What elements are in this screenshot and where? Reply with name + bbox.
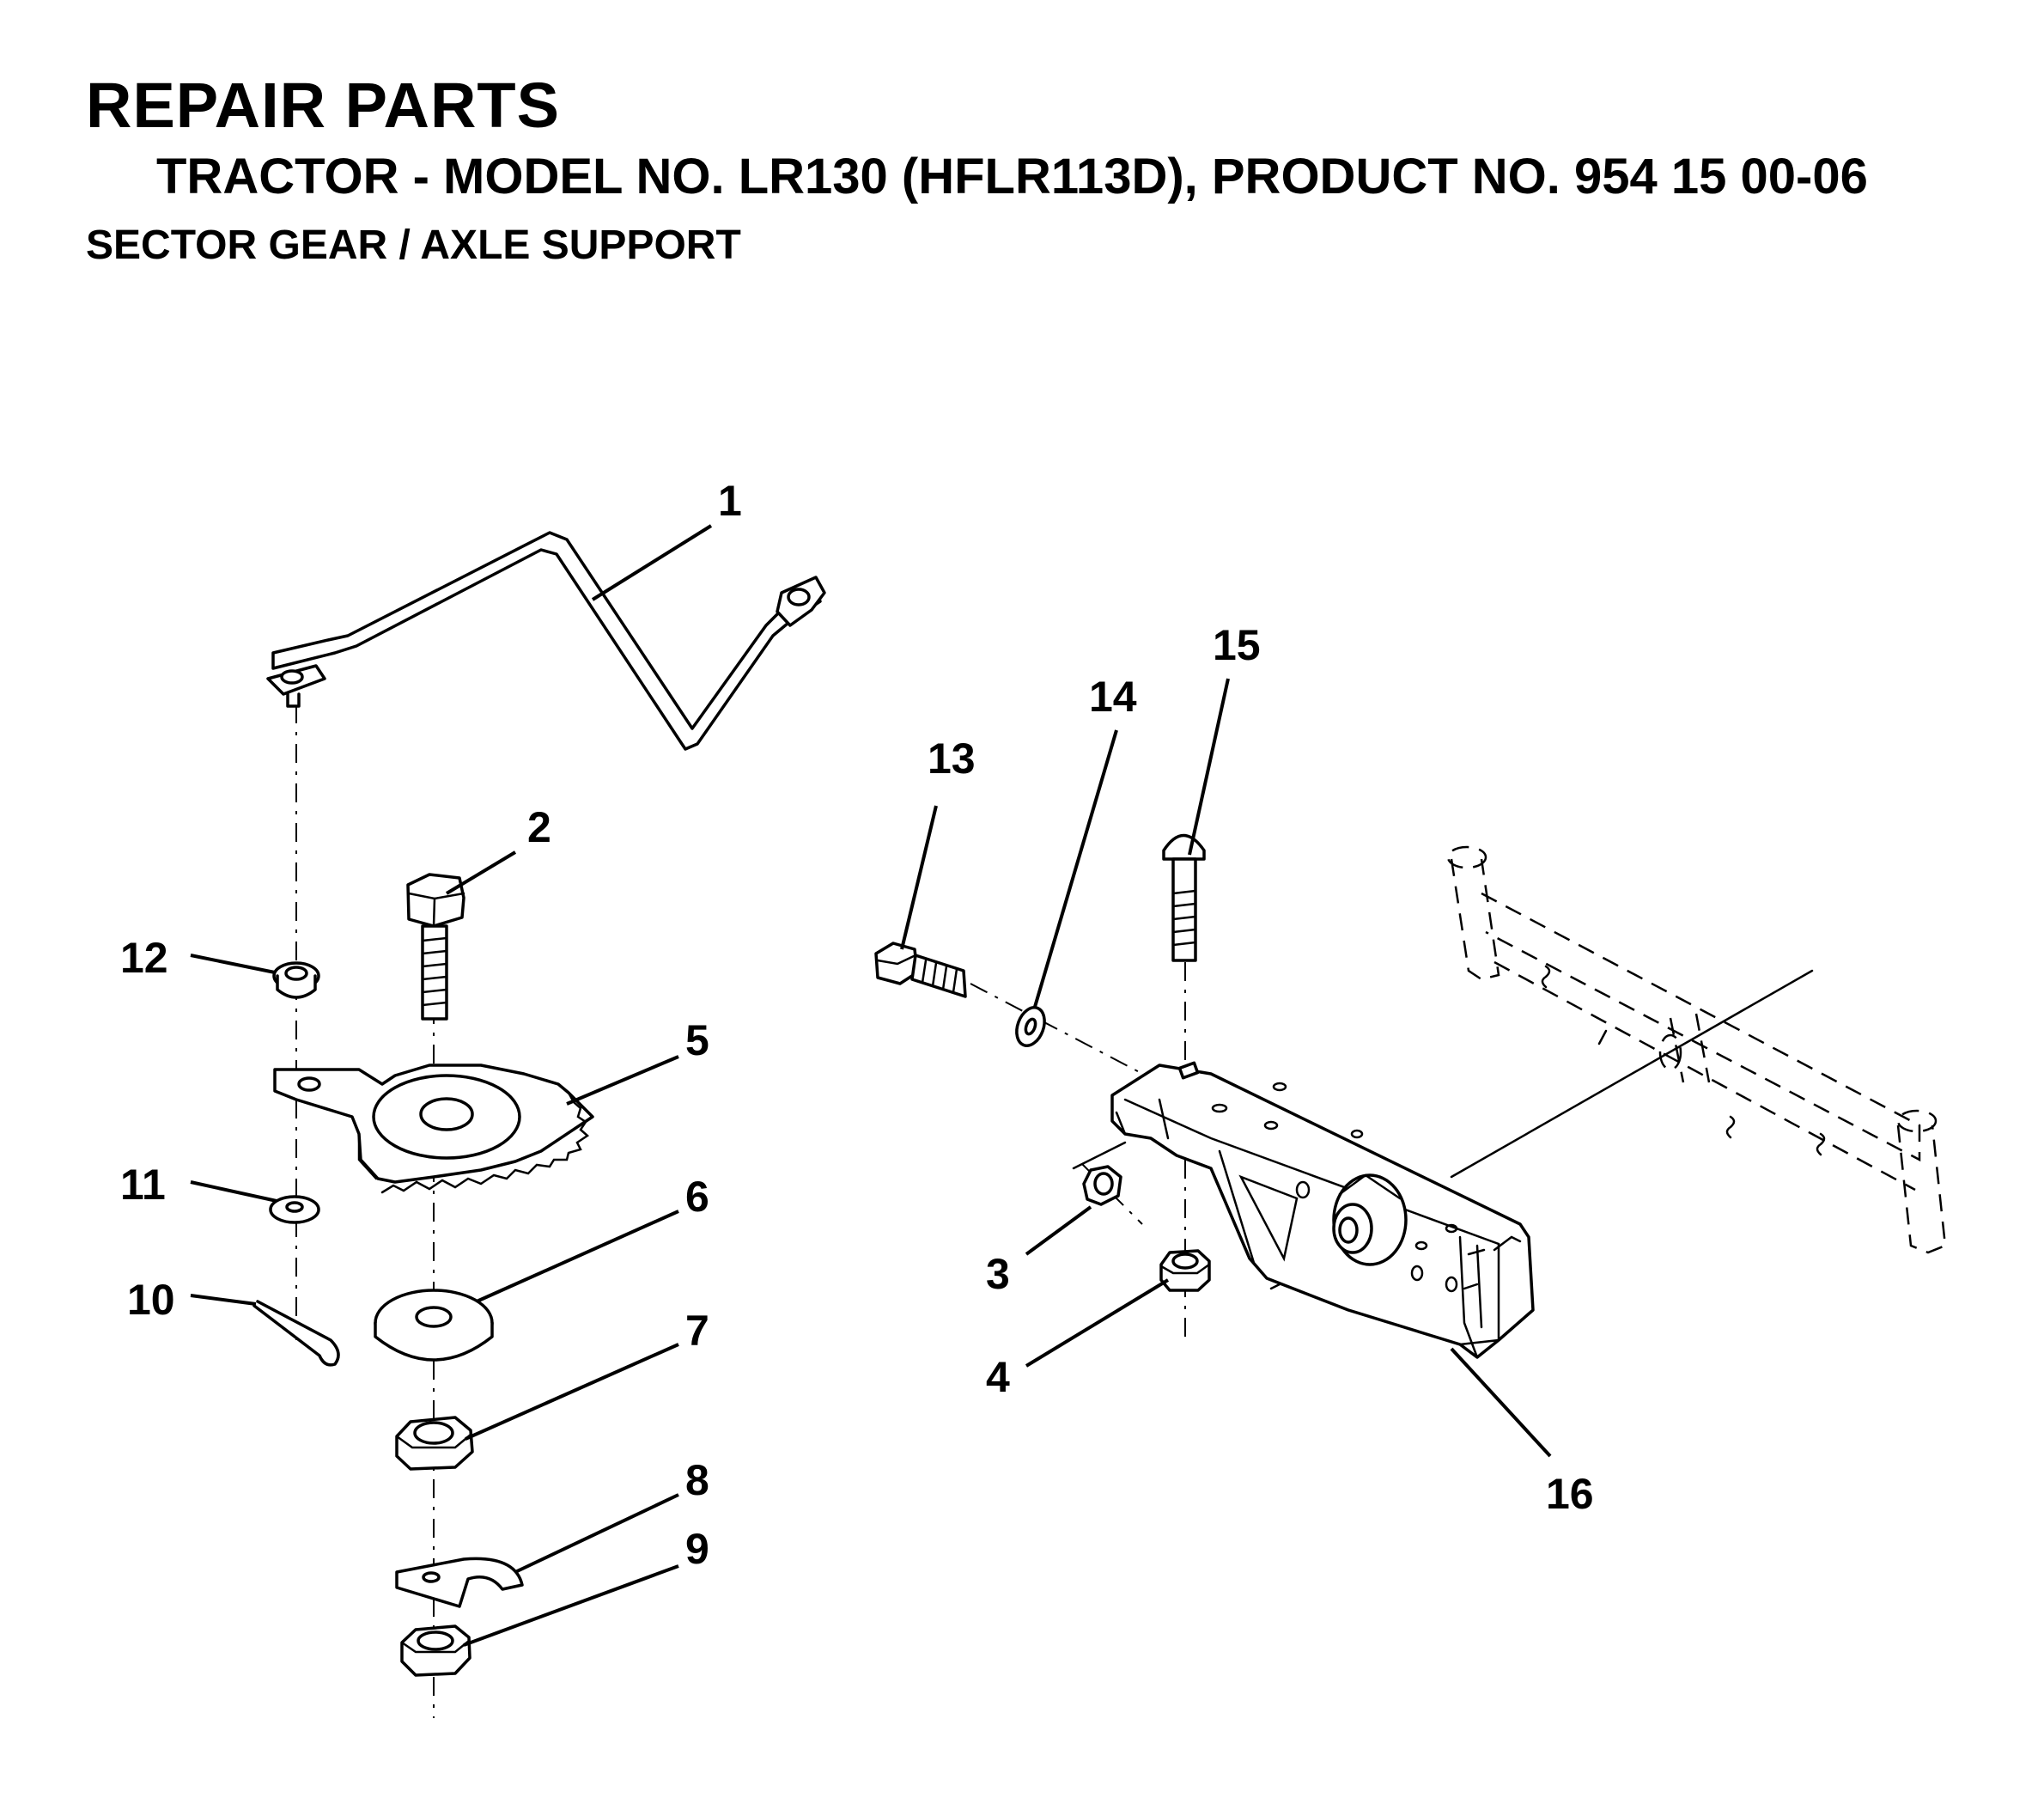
callout-6: 6 [685,1173,709,1221]
callout-labels: 1 2 3 4 5 6 7 8 9 10 11 12 13 14 15 16 [120,477,1594,1573]
front-axle-phantom [1446,845,1947,1254]
part-15-carriage-bolt[interactable] [1162,833,1206,962]
part-2-hex-bolt[interactable] [406,873,465,1021]
part-1-drag-link[interactable] [266,531,826,751]
callout-7: 7 [685,1307,709,1355]
model-subtitle: TRACTOR - MODEL NO. LR130 (HFLR113D), PR… [156,149,1868,204]
part-3-nut[interactable] [1082,1165,1122,1206]
leader-4 [1025,1278,1170,1368]
leader-5 [566,1055,679,1106]
leader-9 [463,1564,679,1647]
centerline-bolt-13 [970,983,1152,1079]
callout-13: 13 [928,734,976,783]
callout-5: 5 [685,1016,709,1064]
callout-15: 15 [1213,621,1261,669]
part-10-cotter-pin[interactable] [252,1300,340,1367]
leader-6 [476,1210,679,1303]
part-7-hex-nut[interactable] [395,1416,474,1471]
part-4-hex-nut[interactable] [1159,1249,1211,1292]
part-6-spacer[interactable] [374,1289,494,1362]
part-9-hex-nut[interactable] [400,1624,471,1677]
callout-4: 4 [986,1353,1010,1401]
leader-1 [591,524,713,601]
leader-2 [445,850,517,895]
leader-3 [1025,1205,1092,1256]
callout-10: 10 [127,1276,175,1324]
callout-1: 1 [718,477,742,525]
callout-8: 8 [685,1456,709,1504]
callout-leaders [190,524,1552,1647]
callout-3: 3 [986,1250,1010,1298]
leader-11 [190,1180,277,1203]
leader-8 [514,1493,679,1574]
page-title: REPAIR PARTS [86,70,560,141]
leader-13 [900,805,938,950]
leader-10 [190,1294,257,1306]
part-13-hex-bolt[interactable] [874,942,967,998]
leader-7 [465,1343,679,1441]
callout-9: 9 [685,1525,709,1573]
part-14-washer[interactable] [1012,1003,1049,1049]
part-16-axle-support[interactable] [1110,1061,1535,1359]
part-8-clip[interactable] [395,1557,524,1608]
part-12-flange-nut[interactable] [272,961,320,999]
part-5-sector-gear[interactable] [273,1064,594,1194]
section-title: SECTOR GEAR / AXLE SUPPORT [86,222,741,268]
projection-line-a [1072,1141,1127,1170]
part-11-washer[interactable] [269,1195,320,1224]
projection-line-c [1450,969,1814,1179]
callout-16: 16 [1546,1470,1594,1518]
callout-11: 11 [120,1161,166,1209]
leader-12 [190,954,276,974]
callout-14: 14 [1089,673,1137,721]
leader-14 [1033,729,1118,1008]
leader-15 [1188,678,1230,856]
leader-16 [1450,1347,1552,1458]
callout-2: 2 [527,803,551,851]
callout-12: 12 [120,934,168,982]
